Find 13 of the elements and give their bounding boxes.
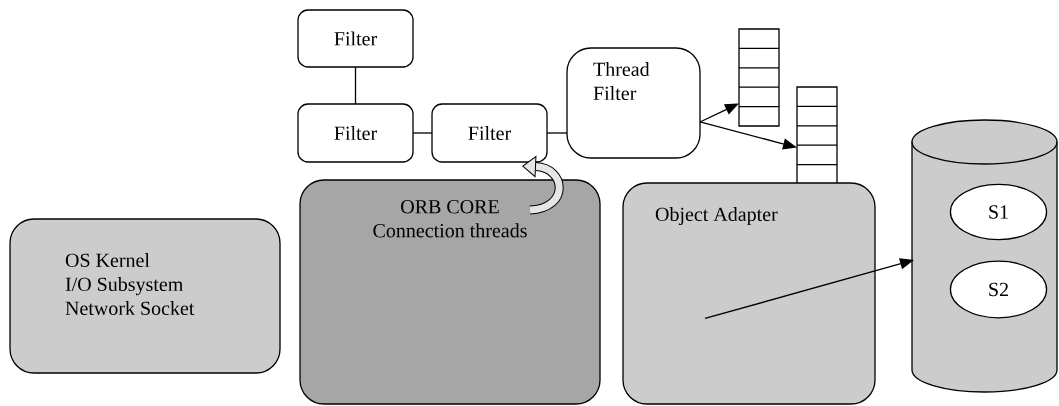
process-box: Filter <box>297 103 414 163</box>
queue <box>738 28 780 127</box>
process-box: OS Kernel I/O Subsystem Network Socket <box>9 218 281 374</box>
process-box: Filter <box>431 103 548 163</box>
arrow <box>699 103 739 123</box>
queue <box>796 86 838 185</box>
process-box: Filter <box>297 9 414 68</box>
ellipse-node: S1 <box>949 183 1048 241</box>
process-box: ORB CORE Connection threads <box>299 179 601 405</box>
arrow <box>522 156 564 215</box>
ellipse-node: S2 <box>949 260 1048 319</box>
process-box: Thread Filter <box>566 47 701 159</box>
process-box: Object Adapter <box>622 182 876 405</box>
